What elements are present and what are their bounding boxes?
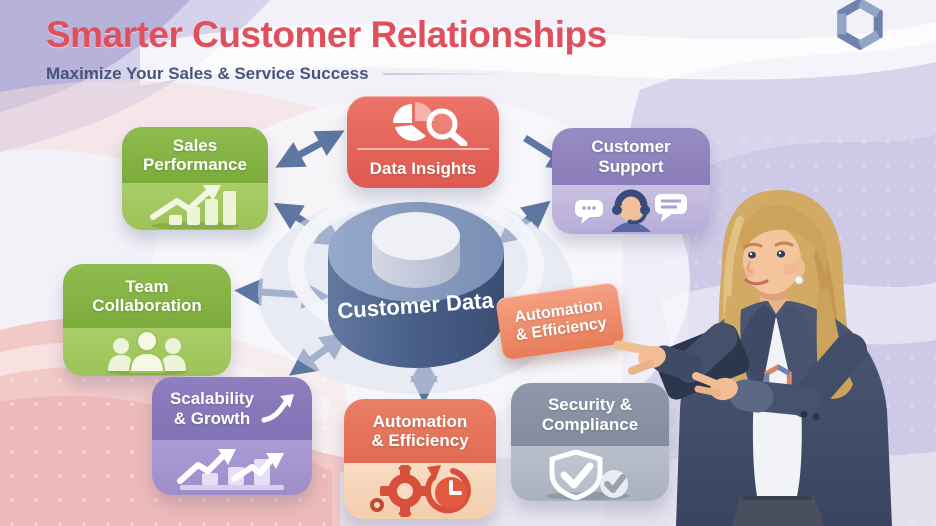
hair-fringe	[740, 205, 828, 274]
card-divider	[357, 147, 489, 150]
resting-hand	[692, 372, 738, 401]
node-scalability-growth: Scalability & Growth	[152, 377, 312, 495]
node-team-collaboration: Team Collaboration	[63, 264, 231, 376]
hexagon-logo-icon	[837, 0, 883, 51]
page-title: Smarter Customer Relationships	[46, 14, 607, 55]
check-circle-icon	[600, 469, 628, 498]
subtitle-divider	[382, 73, 509, 75]
node-label: Customer Support	[591, 137, 671, 176]
gear-clock-icon	[370, 465, 471, 517]
node-label: Automation & Efficiency	[371, 411, 469, 450]
pointing-hand	[613, 340, 666, 375]
node-automation-efficiency: Automation & Efficiency	[344, 399, 496, 519]
headset-agent-icon	[575, 189, 687, 232]
node-label: Data Insights	[369, 159, 477, 179]
node-customer-support: Customer Support	[552, 128, 710, 234]
pie-chart-search-icon	[393, 101, 468, 146]
bars-arrows-icon	[177, 448, 284, 490]
node-label: Security & Compliance	[541, 395, 639, 434]
node-sales-performance: Sales Performance	[122, 127, 268, 230]
header: Smarter Customer Relationships Maximize …	[46, 14, 607, 84]
skirt	[732, 496, 824, 526]
earring	[794, 275, 804, 285]
presenter-woman-illustration	[613, 190, 892, 526]
bar-chart-growth-icon	[150, 185, 239, 230]
node-security-compliance: Security & Compliance	[511, 383, 669, 501]
node-label: Team Collaboration	[92, 277, 202, 316]
node-data-insights: Data Insights	[347, 96, 499, 188]
page-subtitle: Maximize Your Sales & Service Success	[46, 64, 369, 83]
node-label: Scalability & Growth	[169, 389, 255, 428]
growth-arrow-icon	[261, 393, 295, 422]
node-label: Sales Performance	[143, 135, 247, 174]
shield-check-icon	[546, 449, 630, 500]
team-icon	[107, 330, 187, 376]
